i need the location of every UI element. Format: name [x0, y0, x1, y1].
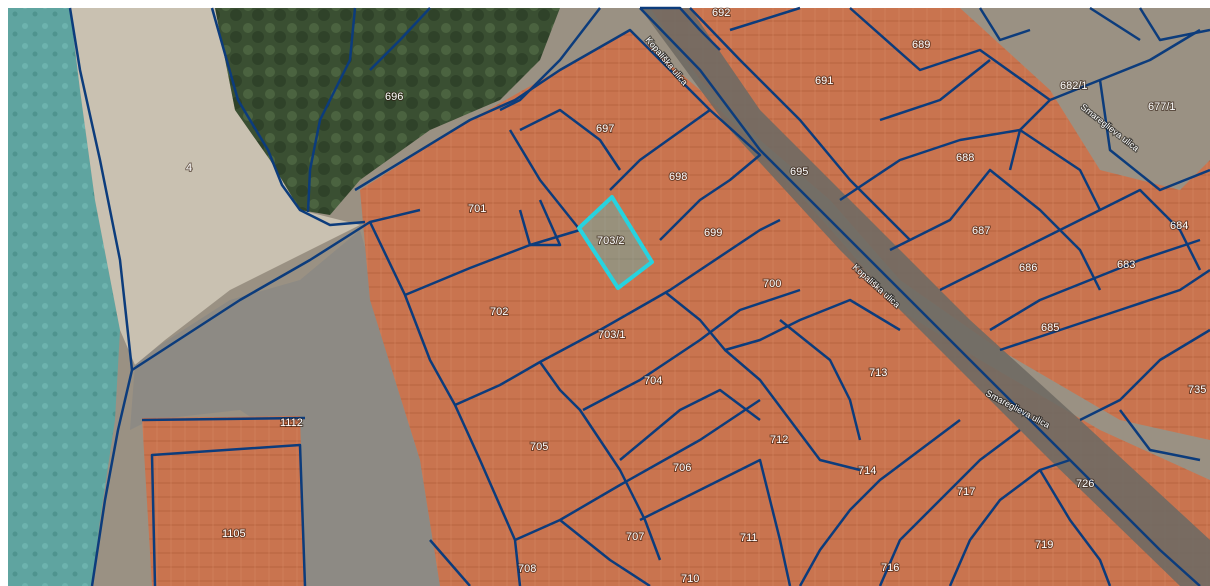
parcel-line: [939, 188, 1202, 292]
parcel-line: [999, 268, 1210, 352]
parcel-label: 686: [1019, 262, 1037, 274]
parcel-label: 685: [1041, 322, 1059, 334]
parcel-label: 692: [712, 7, 730, 19]
parcel-line: [1038, 469, 1112, 586]
parcel-line: [559, 519, 651, 586]
parcel-label: 710: [681, 573, 699, 585]
parcel-label: 698: [669, 171, 687, 183]
parcel-line: [519, 108, 622, 171]
parcel-label: 1105: [222, 528, 246, 540]
parcel-label: 688: [956, 152, 974, 164]
parcel-line: [640, 6, 721, 51]
parcel-label: 697: [596, 123, 614, 135]
parcel-label: 699: [704, 227, 722, 239]
parcel-line: [1098, 79, 1210, 192]
parcel-line: [429, 539, 471, 586]
parcel-line: [619, 388, 761, 461]
parcel-line: [404, 228, 581, 297]
parcel-label: 705: [530, 441, 548, 453]
parcel-label: 708: [518, 563, 536, 575]
parcel-label: 702: [490, 306, 508, 318]
parcel-line: [454, 218, 781, 407]
parcel-line: [839, 128, 1102, 211]
parcel-label: 707: [626, 531, 644, 543]
parcel-label: 711: [740, 532, 758, 544]
parcel-label: 719: [1035, 539, 1053, 551]
parcel-label: 700: [763, 278, 781, 290]
parcel-line: [1138, 7, 1210, 42]
parcel-label: 701: [468, 203, 486, 215]
parcel-line: [141, 416, 306, 422]
parcel-line: [889, 168, 1102, 291]
parcel-label: 4: [186, 162, 192, 174]
parcel-line: [508, 129, 581, 231]
parcel-line: [689, 7, 911, 241]
parcel-label: 726: [1076, 478, 1094, 490]
parcel-line: [879, 59, 991, 122]
parcel-label: 714: [858, 465, 876, 477]
parcel-line: [779, 319, 862, 441]
parcel-line: [369, 7, 431, 71]
parcel-line: [354, 28, 712, 192]
parcel-line: [639, 458, 792, 586]
selected-parcel-703-2[interactable]: [577, 195, 654, 290]
parcel-label: 689: [912, 39, 930, 51]
parcel-label: 713: [869, 367, 887, 379]
parcel-label: 703/2: [597, 235, 625, 247]
parcel-line: [306, 7, 357, 213]
parcel-line: [538, 361, 662, 561]
parcel-boundaries: [68, 6, 1210, 586]
parcel-line: [131, 208, 421, 372]
parcel-line: [989, 238, 1201, 332]
parcel-line: [210, 7, 366, 227]
parcel-label: 695: [790, 166, 808, 178]
parcel-label: 687: [972, 225, 990, 237]
parcel-line: [1089, 6, 1141, 42]
parcel-line: [724, 349, 861, 472]
parcel-line: [1119, 409, 1201, 462]
parcel-labels: 692 689 691 682/1 677/1 696 697 698 695 …: [185, 6, 1207, 586]
parcel-label: 677/1: [1148, 101, 1176, 113]
parcel-label: 735: [1188, 384, 1206, 396]
parcel-line: [1049, 28, 1201, 102]
parcel-line: [1079, 328, 1210, 422]
parcel-line: [664, 291, 901, 352]
parcel-line: [948, 458, 1071, 586]
parcel-line: [729, 6, 801, 32]
parcel-label: 716: [881, 562, 899, 574]
parcel-line: [68, 7, 134, 586]
parcel-line: [798, 419, 961, 586]
parcel-label: 696: [385, 91, 403, 103]
parcel-label: 706: [673, 462, 691, 474]
parcel-line: [639, 7, 1201, 586]
parcel-line: [978, 7, 1031, 42]
parcel-label: 1112: [280, 417, 303, 429]
parcel-label: 684: [1170, 220, 1188, 232]
parcel-line: [150, 443, 307, 586]
parcel-label: 703/1: [598, 329, 626, 341]
parcel-label: 717: [957, 486, 975, 498]
parcel-line: [582, 288, 801, 412]
parcel-label: 691: [815, 75, 833, 87]
parcel-line: [659, 109, 762, 241]
parcel-line: [849, 7, 1052, 171]
parcel-label: 683: [1117, 259, 1135, 271]
parcel-label: 704: [644, 375, 662, 387]
parcel-label: 712: [770, 434, 788, 446]
parcel-line: [499, 7, 601, 112]
parcel-line: [518, 199, 562, 247]
parcel-line: [514, 398, 761, 542]
parcel-label: 682/1: [1060, 80, 1088, 92]
parcel-line: [878, 429, 1021, 586]
